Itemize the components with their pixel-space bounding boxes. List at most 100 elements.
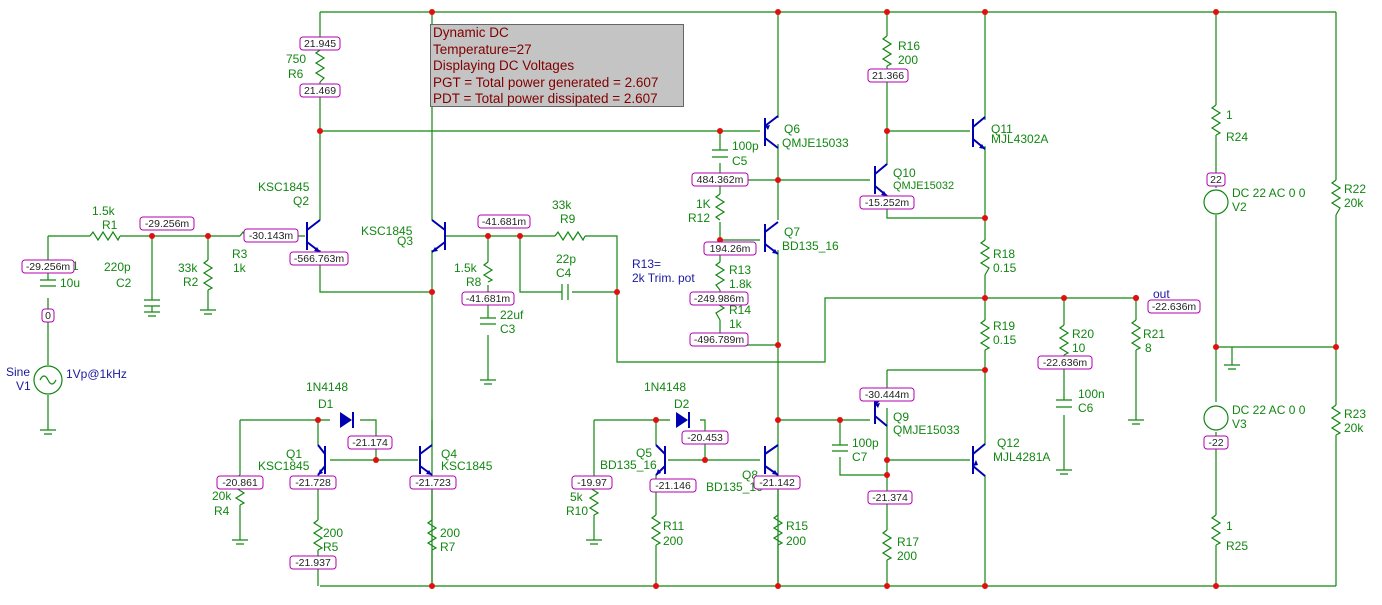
label: 1Vp@1kHz [66, 367, 127, 381]
voltage-probe: -41.681m [482, 216, 527, 228]
label: Q6 [784, 122, 800, 136]
voltage-probe: 194.26m [710, 243, 751, 255]
resistor-r24 [1210, 104, 1222, 136]
voltage-probe: 22 [1210, 174, 1222, 186]
transistor-q3 [431, 219, 446, 253]
label: 8 [1145, 341, 1152, 355]
diode-d2 [676, 412, 688, 428]
label: 1k [729, 317, 743, 331]
label: KSC1845 [361, 224, 413, 238]
label: R21 [1143, 327, 1165, 341]
voltage-probe: 21.945 [304, 38, 336, 50]
resistor-r16 [881, 35, 893, 67]
component-labels: 750 R6 KSC1845 Q2 1.5k R1 R3 1k 1 10u 22… [6, 39, 1366, 563]
voltage-probe: -21.146 [655, 480, 691, 492]
transistor-q4 [419, 444, 433, 476]
label: 20k [1344, 196, 1364, 210]
label: 1k [233, 261, 247, 275]
label: V2 [1232, 200, 1247, 214]
label: DC 22 AC 0 0 [1232, 403, 1306, 417]
resistor-r23 [1330, 404, 1342, 436]
label: KSC1845 [258, 459, 310, 473]
label: R23 [1344, 407, 1366, 421]
label: 1 [1226, 519, 1233, 533]
transistor-q12 [972, 443, 986, 477]
info-box: Dynamic DC Temperature=27 Displaying DC … [430, 24, 684, 107]
voltage-probe: -15.252m [865, 197, 910, 209]
label: R22 [1344, 182, 1366, 196]
label: R13 [729, 263, 751, 277]
capacitor-c3 [480, 317, 496, 325]
resistor-r15 [772, 514, 784, 546]
label: R16 [898, 39, 920, 53]
label: 1.8k [729, 277, 753, 291]
label: Q5 [636, 446, 652, 460]
transistor-q11 [972, 116, 986, 150]
resistor-r12 [714, 193, 726, 221]
label: Q11 [991, 122, 1013, 136]
label: 10 [1072, 341, 1086, 355]
label: 100p [732, 139, 759, 153]
resistor-r11 [650, 514, 662, 546]
label: 5k [570, 490, 584, 504]
label: QMJE15032 [893, 180, 954, 192]
label: R24 [1226, 130, 1248, 144]
resistor-r1 [89, 230, 121, 242]
label: D1 [318, 397, 334, 411]
voltage-probe: 21.366 [872, 70, 904, 82]
voltage-probe: -21.174 [352, 437, 388, 449]
label: KSC1845 [258, 180, 310, 194]
label: QMJE15033 [782, 136, 849, 150]
label: R3 [232, 247, 248, 261]
info-mode: Displaying DC Voltages [433, 58, 575, 73]
voltage-probe: -22.636m [1152, 301, 1197, 313]
capacitor-c7 [832, 444, 848, 452]
transistor-q6 [764, 115, 779, 149]
voltage-probe: -249.986m [694, 293, 744, 305]
label: QMJE15033 [893, 423, 960, 437]
voltage-probe: -29.256m [145, 218, 190, 230]
transistor-q7 [764, 221, 779, 255]
label: C5 [732, 154, 748, 168]
label: Q4 [441, 447, 457, 461]
resistor-r6 [314, 49, 326, 83]
label: 200 [323, 526, 343, 540]
resistor-r21 [1130, 319, 1142, 351]
resistor-r2 [202, 259, 214, 291]
label: Q10 [893, 166, 916, 180]
label: BD135_16 [706, 480, 763, 494]
label: 1.5k [92, 204, 116, 218]
label: MJL4302A [991, 132, 1048, 146]
label: C2 [116, 276, 132, 290]
label: 1.5k [454, 261, 478, 275]
diode-d1 [340, 412, 352, 428]
label: R14 [729, 303, 751, 317]
voltage-probe: -496.789m [694, 334, 744, 346]
label: R19 [993, 319, 1015, 333]
label: R6 [288, 67, 304, 81]
transistor-q8 [764, 444, 779, 476]
label: BD135_16 [782, 239, 839, 253]
info-temperature: Temperature=27 [433, 41, 532, 57]
label: R17 [897, 535, 919, 549]
transistor-q5 [655, 444, 666, 476]
label: C6 [1078, 401, 1094, 415]
voltage-probes: 21.945 21.469 -29.256m -30.143m -566.763… [21, 36, 1229, 570]
voltage-probe: -30.444m [865, 389, 910, 401]
voltage-probe: -22.636m [1043, 357, 1088, 369]
label: R9 [560, 212, 576, 226]
label: KSC1845 [441, 459, 493, 473]
label: D2 [674, 397, 690, 411]
label: V1 [16, 379, 31, 393]
label: R12 [688, 211, 710, 225]
voltage-probe: -21.142 [759, 477, 795, 489]
label: R1 [102, 218, 118, 232]
capacitor-c1 [40, 279, 56, 287]
label: R20 [1072, 327, 1094, 341]
info-title: Dynamic DC [433, 25, 509, 40]
label: Q7 [784, 225, 800, 239]
wires [47, 11, 1337, 587]
label: 1K [696, 197, 711, 211]
voltage-probe: -20.861 [222, 477, 258, 489]
